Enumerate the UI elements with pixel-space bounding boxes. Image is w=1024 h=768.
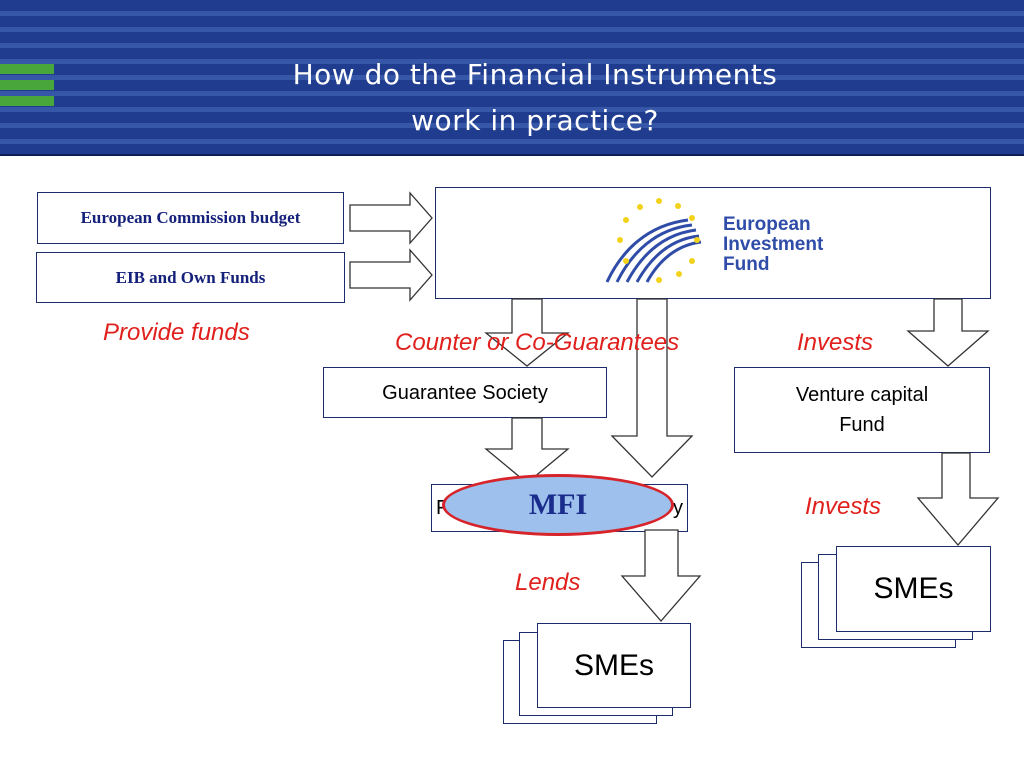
arrow-down-eif-to-guarantee (484, 298, 570, 367)
european-commission-budget-box: European Commission budget (37, 192, 344, 244)
arrow-down-vc-to-smes (916, 452, 1000, 547)
invests-label-bottom: Invests (805, 493, 882, 520)
arrow-down-intermediary-to-smes (620, 529, 702, 622)
smes-box-right: SMEs (836, 546, 991, 632)
mfi-ellipse: MFI (442, 474, 674, 536)
invests-label-top: Invests (797, 329, 874, 356)
counter-guarantees-label: Counter or Co-Guarantees (395, 329, 680, 356)
arrow-down-guarantee-to-intermediary (484, 417, 570, 484)
smes-box-left: SMEs (537, 623, 691, 708)
eif-logo-icon (605, 198, 702, 283)
arrow-right-commission (349, 191, 433, 245)
provide-funds-label: Provide funds (103, 319, 250, 346)
venture-capital-fund-box: Venture capital Fund (734, 367, 990, 453)
arrow-right-eib (349, 248, 433, 302)
eib-own-funds-box: EIB and Own Funds (36, 252, 345, 303)
slide-title: How do the Financial Instruments work in… (292, 58, 778, 137)
arrow-down-eif-to-vc (906, 298, 990, 367)
header-banner: How do the Financial Instruments work in… (0, 0, 1024, 156)
eif-logo-text: European Investment Fund (723, 214, 824, 275)
guarantee-society-box: Guarantee Society (323, 367, 607, 418)
lends-label: Lends (515, 569, 581, 596)
green-bars-decoration (0, 64, 54, 112)
eif-box (435, 187, 991, 299)
arrow-down-eif-to-intermediary (610, 298, 694, 478)
